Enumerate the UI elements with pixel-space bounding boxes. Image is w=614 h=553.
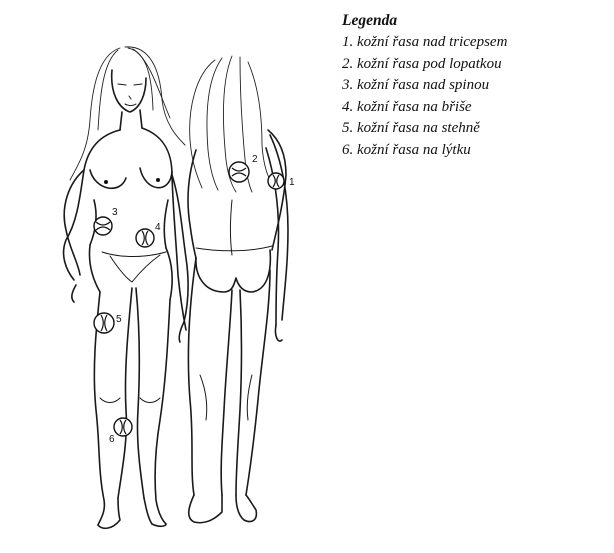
marker-number-3: 3 bbox=[112, 207, 118, 218]
legend-item-subscapular: 2. kožní řasa pod lopatkou bbox=[342, 54, 602, 76]
back-figure bbox=[188, 56, 288, 523]
site-marker-calf bbox=[114, 418, 132, 436]
legend-item-abdominal: 4. kožní řasa na břiše bbox=[342, 97, 602, 119]
marker-number-6: 6 bbox=[109, 434, 115, 445]
site-marker-subscapular bbox=[229, 162, 249, 182]
site-marker-abdominal bbox=[136, 229, 154, 247]
legend-title: Legenda bbox=[342, 12, 602, 30]
marker-number-5: 5 bbox=[116, 314, 122, 325]
front-figure bbox=[64, 47, 189, 528]
legend: Legenda 1. kožní řasa nad tricepsem 2. k… bbox=[342, 12, 602, 161]
site-marker-thigh bbox=[94, 313, 114, 333]
marker-number-4: 4 bbox=[155, 222, 161, 233]
marker-number-1: 1 bbox=[289, 177, 295, 188]
legend-item-calf: 6. kožní řasa na lýtku bbox=[342, 140, 602, 162]
site-marker-triceps bbox=[268, 173, 284, 189]
marker-number-2: 2 bbox=[252, 154, 258, 165]
legend-item-triceps: 1. kožní řasa nad tricepsem bbox=[342, 32, 602, 54]
legend-item-thigh: 5. kožní řasa na stehně bbox=[342, 118, 602, 140]
legend-list: 1. kožní řasa nad tricepsem 2. kožní řas… bbox=[342, 32, 602, 161]
legend-item-suprailiac: 3. kožní řasa nad spinou bbox=[342, 75, 602, 97]
site-marker-suprailiac bbox=[94, 217, 112, 235]
